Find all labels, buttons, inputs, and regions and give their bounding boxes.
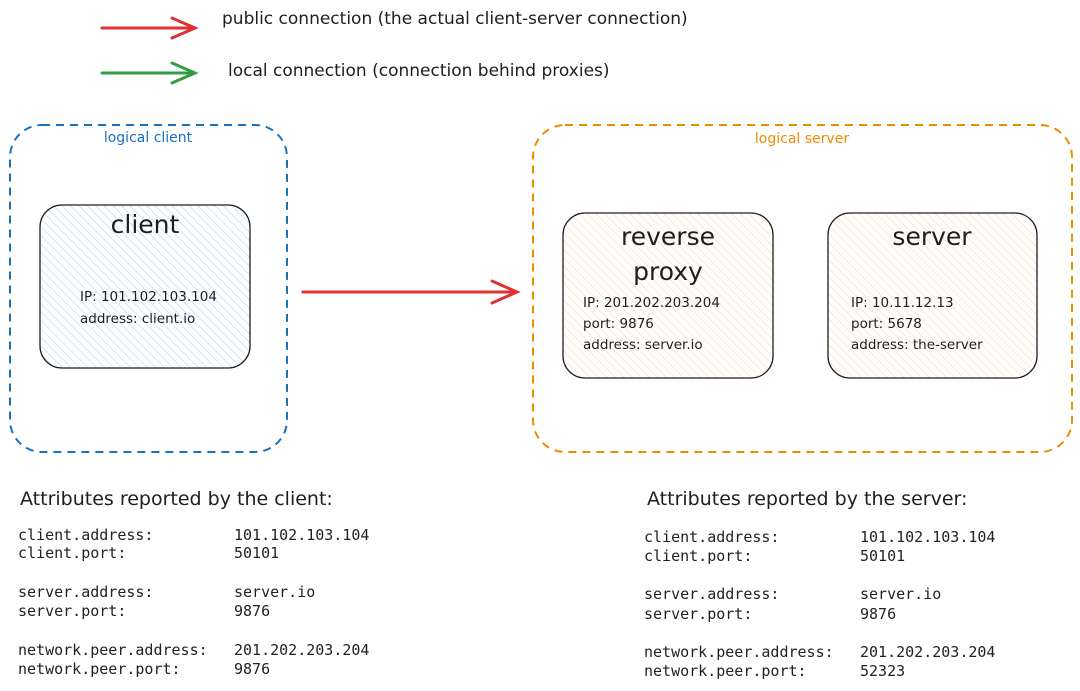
client-attr-key: network.peer.address: bbox=[18, 641, 208, 659]
server-title: server bbox=[892, 222, 972, 251]
server-attr-value: 50101 bbox=[860, 547, 906, 565]
red-arrow-icon bbox=[100, 16, 199, 40]
server-attr-key: server.port: bbox=[644, 605, 753, 623]
legend-public-connection: public connection (the actual client-ser… bbox=[222, 9, 688, 29]
server-attr-value: server.io bbox=[860, 585, 942, 603]
proxy-title-line-1: reverse bbox=[621, 222, 715, 251]
proxy-title-line-2: proxy bbox=[633, 257, 703, 286]
server-attributes-title: Attributes reported by the server: bbox=[647, 488, 968, 510]
reverse-proxy-box bbox=[562, 212, 774, 379]
client-attr-value: 50101 bbox=[234, 544, 280, 562]
client-attr-key: client.port: bbox=[18, 544, 127, 562]
client-address: address: client.io bbox=[80, 311, 196, 327]
server-address: address: the-server bbox=[851, 337, 983, 353]
client-attr-value: server.io bbox=[234, 583, 316, 601]
server-attr-key: client.address: bbox=[644, 528, 780, 546]
client-attr-key: network.peer.port: bbox=[18, 660, 181, 678]
proxy-port: port: 9876 bbox=[583, 316, 654, 332]
server-attr-value: 52323 bbox=[860, 662, 906, 680]
server-box bbox=[827, 212, 1038, 379]
client-attr-key: server.port: bbox=[18, 602, 127, 620]
legend-local-connection: local connection (connection behind prox… bbox=[228, 61, 610, 81]
client-attributes-title: Attributes reported by the client: bbox=[20, 488, 333, 510]
server-attr-key: server.address: bbox=[644, 585, 780, 603]
proxy-ip: IP: 201.202.203.204 bbox=[583, 295, 720, 311]
server-attr-value: 101.102.103.104 bbox=[860, 528, 996, 546]
client-attr-value: 9876 bbox=[234, 660, 271, 678]
client-attr-key: client.address: bbox=[18, 526, 154, 544]
client-attr-value: 101.102.103.104 bbox=[234, 526, 370, 544]
public-connection-arrow bbox=[301, 279, 521, 305]
client-ip: IP: 101.102.103.104 bbox=[80, 289, 217, 305]
server-port: port: 5678 bbox=[851, 316, 922, 332]
client-attr-value: 9876 bbox=[234, 602, 271, 620]
server-attr-value: 9876 bbox=[860, 605, 897, 623]
client-title: client bbox=[110, 210, 180, 239]
server-attr-key: client.port: bbox=[644, 547, 753, 565]
green-arrow-icon bbox=[100, 61, 199, 85]
client-attr-key: server.address: bbox=[18, 583, 154, 601]
client-box bbox=[39, 204, 251, 369]
logical-client-label: logical client bbox=[103, 130, 193, 146]
server-attr-key: network.peer.port: bbox=[644, 662, 807, 680]
server-ip: IP: 10.11.12.13 bbox=[851, 295, 954, 311]
proxy-address: address: server.io bbox=[583, 337, 703, 353]
server-attr-key: network.peer.address: bbox=[644, 643, 834, 661]
client-attr-value: 201.202.203.204 bbox=[234, 641, 370, 659]
server-attr-value: 201.202.203.204 bbox=[860, 643, 996, 661]
logical-client-group bbox=[9, 124, 288, 453]
logical-server-label: logical server bbox=[754, 131, 850, 147]
